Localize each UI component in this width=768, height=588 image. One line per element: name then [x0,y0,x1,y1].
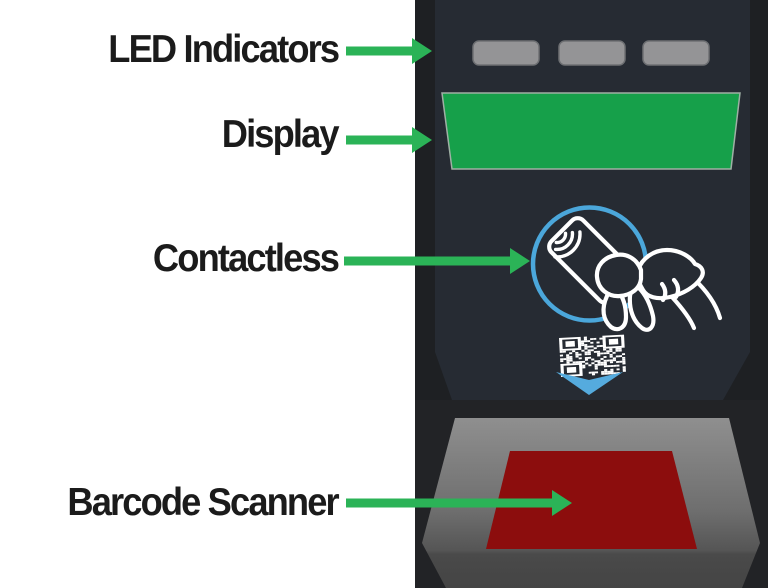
led-indicator-3 [642,40,710,66]
led-indicator-2 [558,40,626,66]
barcode-scanner-window [486,451,697,549]
nfc-waves-icon [553,230,582,259]
led-indicator-1 [472,40,540,66]
arrow-display [346,127,432,153]
qr-code-icon [559,334,626,378]
label-display: Display [221,113,340,156]
led-indicators [472,40,710,66]
hand-icon [594,247,723,332]
arrow-contactless [344,248,530,274]
display-screen [441,92,741,170]
label-barcode-scanner: Barcode Scanner [67,481,340,524]
label-contactless: Contactless [152,237,340,280]
label-led-indicators: LED Indicators [108,28,340,71]
arrow-led-indicators [346,38,432,64]
contactless-tap-icon [530,205,723,332]
callout-arrows [344,38,572,516]
arrow-barcode-scanner [346,490,572,516]
down-chevron-icon [556,372,623,395]
